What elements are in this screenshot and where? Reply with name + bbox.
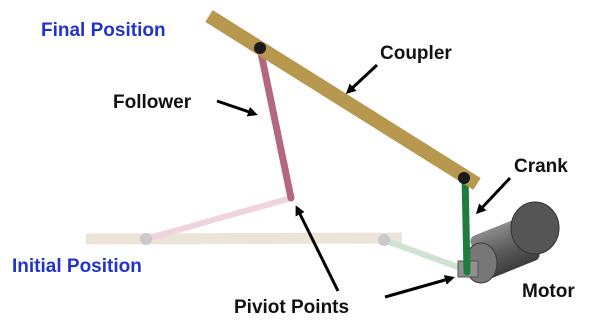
pivot-points-label: Piviot Points	[234, 297, 349, 318]
initial-pivot-right	[378, 234, 390, 246]
pivot-arrow-right	[384, 275, 455, 299]
crank-arrow	[475, 176, 512, 215]
coupler-follower-joint	[254, 42, 266, 54]
motor	[457, 201, 560, 284]
crank-bar	[461, 172, 471, 276]
follower-bar	[256, 44, 295, 202]
follower-arrow	[216, 99, 258, 117]
pivot-arrow-left	[295, 205, 340, 292]
coupler-crank-joint	[458, 172, 470, 184]
initial-pivot-left	[140, 233, 152, 245]
follower-ground-pivot	[288, 195, 294, 201]
coupler-label: Coupler	[380, 43, 452, 64]
coupler-bar	[205, 10, 481, 190]
motor-label: Motor	[522, 281, 575, 302]
final-position-linkage	[205, 10, 481, 276]
initial-position-linkage	[85, 195, 468, 273]
follower-label: Follower	[113, 92, 192, 113]
final-position-label: Final Position	[41, 20, 166, 41]
initial-follower-bar	[145, 195, 292, 242]
motor-rear-cap	[510, 201, 560, 255]
initial-coupler-bar	[85, 232, 403, 245]
coupler-arrow	[345, 63, 379, 95]
initial-position-label: Initial Position	[12, 256, 142, 277]
initial-crank-bar	[382, 237, 468, 273]
label-arrows	[216, 63, 512, 299]
crank-label: Crank	[514, 156, 568, 177]
